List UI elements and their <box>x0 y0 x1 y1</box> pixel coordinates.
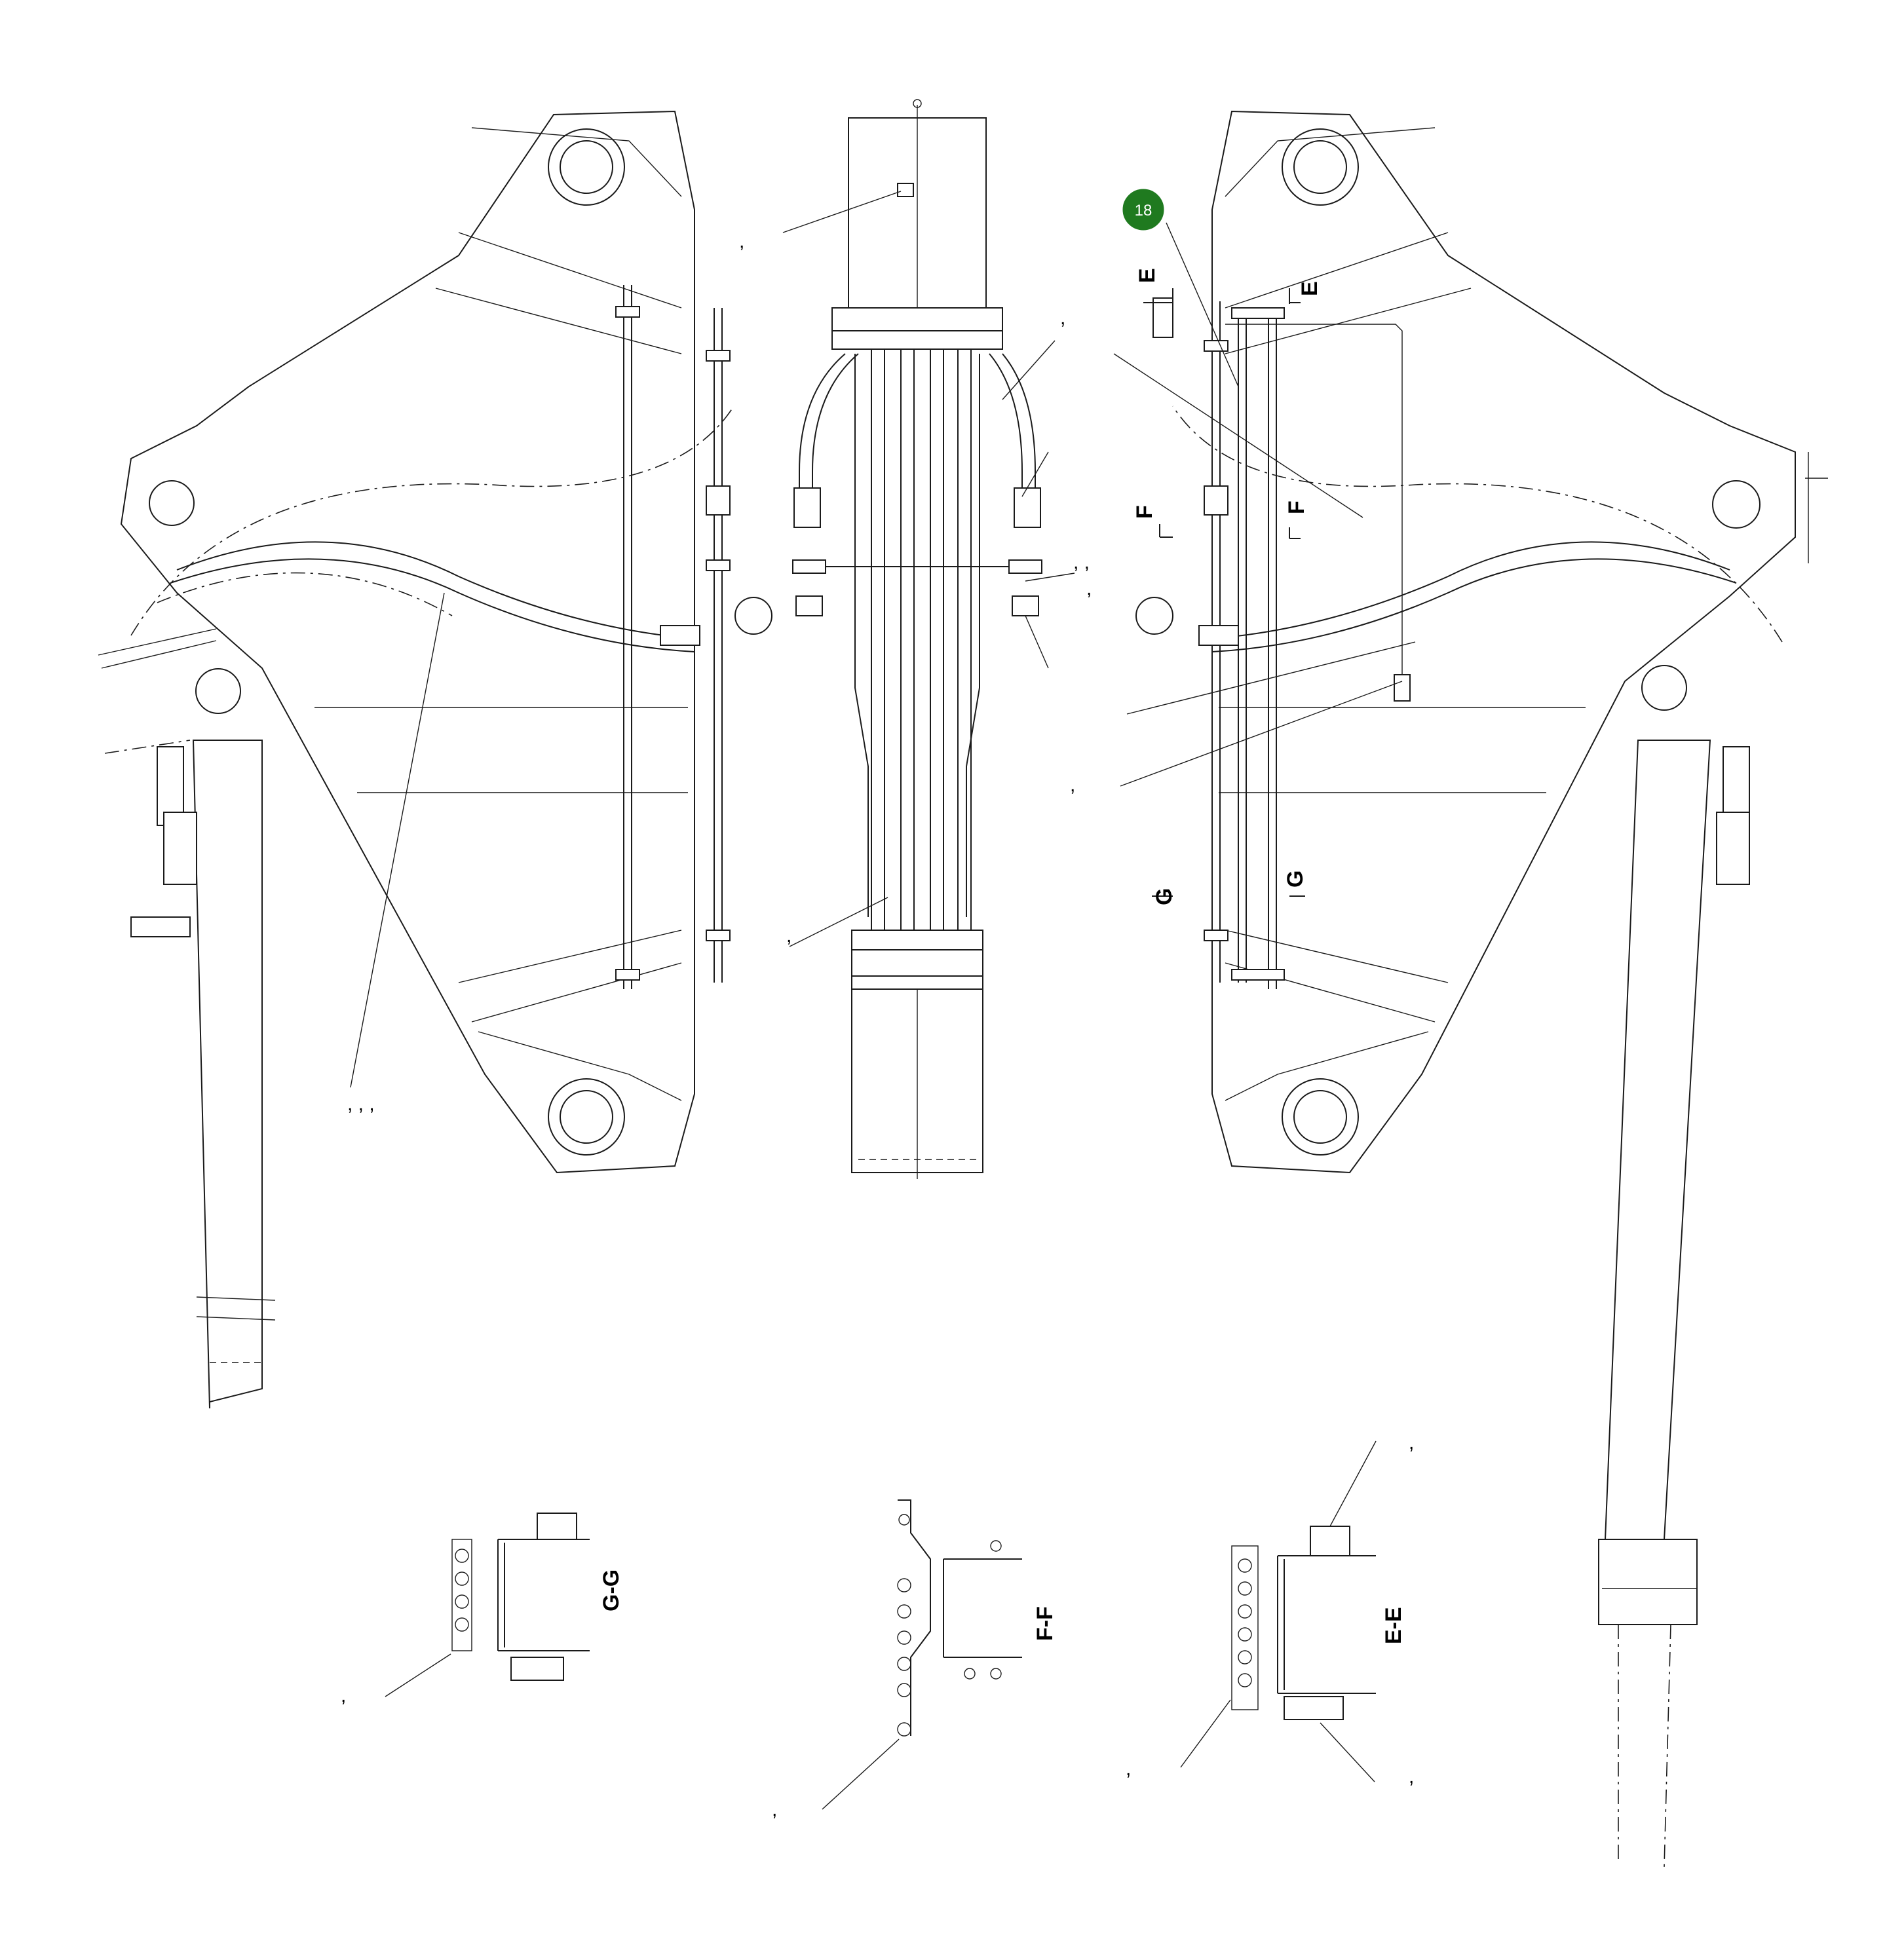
callout-sep-8: , <box>1409 1432 1414 1454</box>
callout-sep-10: , <box>772 1799 777 1820</box>
section-title-g-g: G-G <box>599 1570 624 1611</box>
section-marker-g-left-label: G <box>1152 888 1177 905</box>
section-marker-e-left[interactable]: E <box>1135 268 1173 304</box>
section-marker-f-left-label: F <box>1132 505 1157 519</box>
left-boom-side-view <box>98 110 772 1409</box>
section-marker-e-left-label: E <box>1135 268 1160 283</box>
callout-sep-4: , <box>1086 578 1092 599</box>
section-title-e-e: E-E <box>1381 1607 1406 1644</box>
section-title-f-f: F-F <box>1033 1606 1057 1641</box>
section-marker-g-right[interactable]: G <box>1283 871 1308 897</box>
callout-sep-1: , <box>739 231 744 252</box>
callout-sep-12: , <box>1409 1766 1414 1788</box>
section-marker-g-right-label: G <box>1283 871 1308 888</box>
section-marker-g-left[interactable]: G <box>1152 888 1177 905</box>
section-marker-e-right[interactable]: E <box>1289 281 1322 304</box>
right-boom-side-view <box>1135 110 1828 1868</box>
section-marker-e-right-label: E <box>1297 281 1322 296</box>
callout-badge-label: 18 <box>1135 202 1152 219</box>
leader-lines <box>350 191 1416 1810</box>
center-boom-top-view <box>792 99 1042 1179</box>
section-marker-f-right-label: F <box>1284 500 1309 514</box>
callout-sep-11: , <box>1126 1758 1131 1780</box>
section-view-f-f <box>897 1499 1022 1737</box>
callout-badge-18[interactable]: 18 <box>1120 187 1166 233</box>
callout-sep-7: , <box>786 925 791 947</box>
callout-sep-9: , <box>341 1685 346 1706</box>
section-view-e-e <box>1231 1526 1376 1720</box>
section-view-g-g <box>451 1513 590 1681</box>
callout-badge-circle[interactable] <box>1120 187 1166 233</box>
section-marker-f-right[interactable]: F <box>1284 500 1309 539</box>
callout-sep-5: , <box>1070 774 1075 796</box>
callout-sep-6: , , , <box>347 1093 375 1115</box>
callout-sep-3: , , <box>1073 552 1090 573</box>
callout-sep-2: , <box>1060 307 1065 329</box>
section-marker-f-left[interactable]: F <box>1132 505 1173 538</box>
